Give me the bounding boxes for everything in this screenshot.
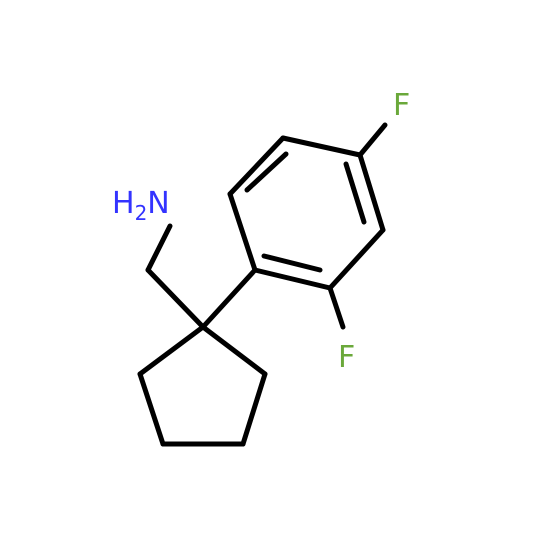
double-bond-ar-c4-c5 xyxy=(343,161,367,225)
fluorine-ortho-label: F xyxy=(338,340,355,375)
double-bond-ar-c2-c3 xyxy=(244,151,289,193)
amine-h: H xyxy=(112,186,135,221)
bond-ring-c4-c5 xyxy=(137,371,166,447)
bond-ar-c3-c4 xyxy=(280,135,363,158)
bond-c-f-para xyxy=(357,122,388,158)
benzene-ring xyxy=(227,135,386,291)
bond-ring-c5-c1 xyxy=(137,324,206,377)
fluorine-para-label: F xyxy=(393,88,410,123)
bond-ar-c1-c2 xyxy=(227,191,258,273)
bond-ar-c5-c6 xyxy=(327,227,386,291)
double-bond-ar-c6-c1 xyxy=(261,253,323,273)
bond-ar-c4-c5 xyxy=(357,152,386,233)
bond-c-f-ortho xyxy=(327,285,346,330)
amine-label: H2N xyxy=(112,186,170,225)
bond-ch2-n xyxy=(145,223,173,273)
cyclopentane-ring xyxy=(137,324,268,447)
bond-ring-c2-c3 xyxy=(240,371,268,447)
bond-ar-c6-c1 xyxy=(252,267,333,291)
aminomethyl-group xyxy=(145,223,206,330)
amine-n: N xyxy=(147,186,169,221)
bond-c1-ch2 xyxy=(145,267,206,330)
amine-subscript: 2 xyxy=(135,201,148,225)
bond-ar-c2-c3 xyxy=(227,135,286,197)
bond-c1-aryl xyxy=(200,267,258,330)
bond-ring-c1-c2 xyxy=(200,324,268,377)
